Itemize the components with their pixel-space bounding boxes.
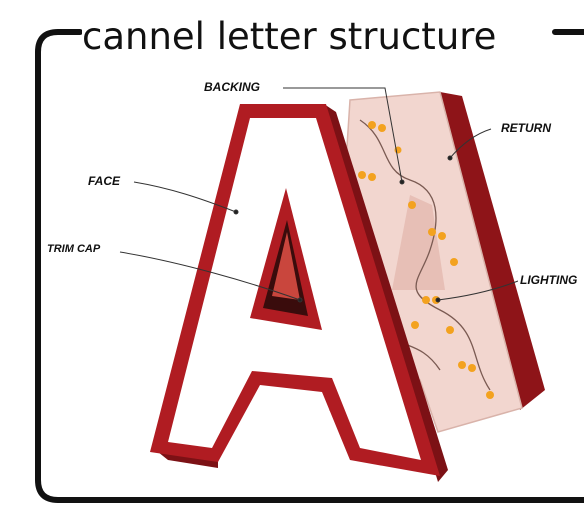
face-leader: [133, 181, 237, 213]
backing-leader: [283, 87, 403, 183]
leader-lines: [119, 87, 519, 303]
return-leader: [449, 128, 492, 159]
label-return: RETURN: [499, 121, 553, 135]
return-side: [440, 92, 545, 410]
front-letter: [150, 104, 448, 482]
page-title: cannel letter structure: [82, 12, 496, 62]
counter-inner-red: [272, 232, 300, 300]
label-lighting: LIGHTING: [518, 273, 580, 287]
label-backing: BACKING: [202, 80, 262, 94]
lighting-leader: [437, 280, 519, 301]
trim-cap-leader: [119, 251, 301, 301]
front-letter-bottom-return: [158, 452, 218, 468]
label-face: FACE: [86, 174, 123, 188]
back-letter-counter: [392, 195, 445, 290]
frame-border: [35, 29, 584, 503]
label-trim-cap: TRIM CAP: [45, 243, 103, 255]
front-letter-return: [324, 104, 448, 482]
